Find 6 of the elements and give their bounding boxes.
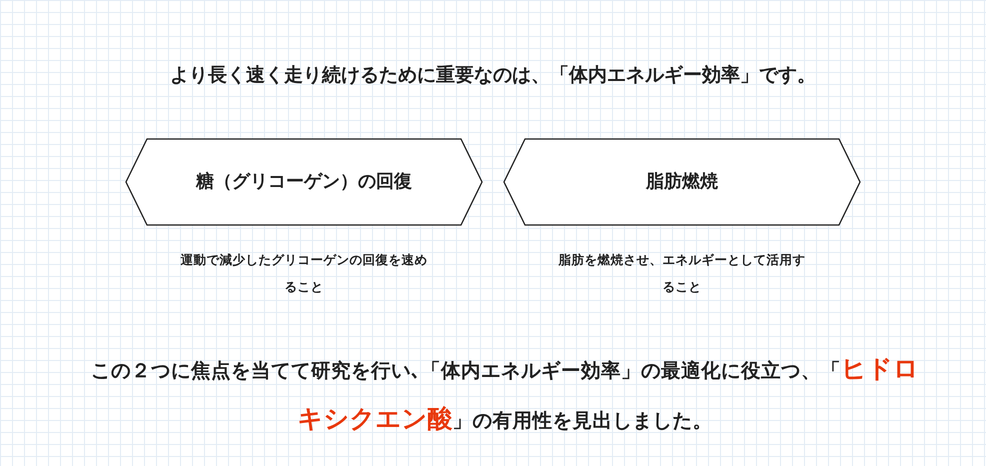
description-text: 脂肪を燃焼させ、エネルギーとして活用すること <box>557 251 806 296</box>
node-label: 脂肪燃焼 <box>644 170 719 193</box>
description-text: 運動で減少したグリコーゲンの回復を速めること <box>180 251 428 296</box>
caption-text: この２つに焦点を当てて研究を行い､「体内エネルギー効率」の最適化に役立つ、「ヒドロキシクエン酸」の有用性を見出しました。 <box>90 353 920 435</box>
heading: より長く速く走り続けるために重要なのは、「体内エネルギー効率」です。 <box>169 63 817 88</box>
node-label: 糖（グリコーゲン）の回復 <box>194 170 413 193</box>
